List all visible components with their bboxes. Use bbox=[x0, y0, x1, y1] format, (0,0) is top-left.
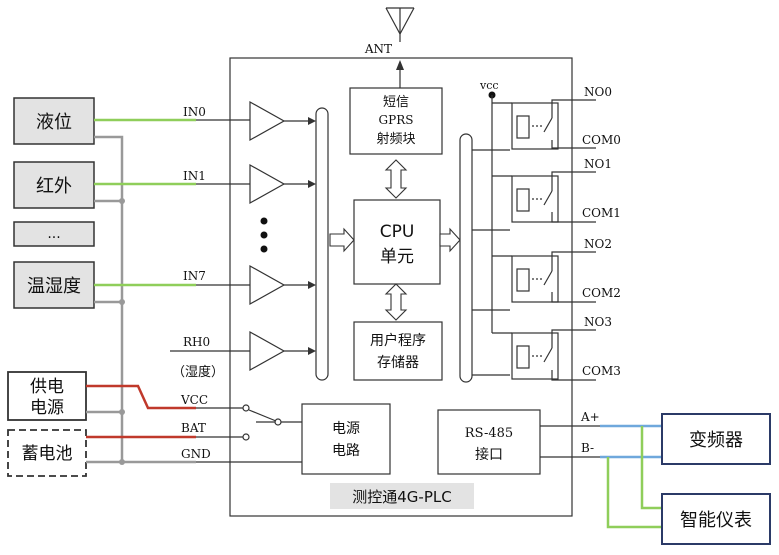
svg-text:接口: 接口 bbox=[475, 446, 503, 463]
relay-no1: NO1 bbox=[584, 157, 612, 171]
relay-com1: COM1 bbox=[582, 206, 621, 220]
port-in0: IN0 bbox=[183, 105, 206, 119]
svg-text:供电: 供电 bbox=[30, 377, 64, 397]
svg-text:变频器: 变频器 bbox=[689, 430, 743, 451]
svg-text:智能仪表: 智能仪表 bbox=[680, 510, 752, 531]
rs485-wires bbox=[600, 424, 662, 529]
svg-text:电源: 电源 bbox=[332, 421, 360, 437]
relay-3 bbox=[511, 332, 559, 380]
pin-vcc: VCC bbox=[180, 393, 208, 407]
relay-no0: NO0 bbox=[584, 85, 612, 99]
sms-gprs-module: 短信 GPRS 射频块 bbox=[349, 87, 443, 155]
device-temp-humidity: 温湿度 bbox=[13, 261, 95, 309]
device-power-supply: 供电 电源 bbox=[7, 371, 87, 421]
svg-text:短信: 短信 bbox=[383, 95, 409, 110]
relay-0 bbox=[511, 102, 559, 150]
svg-text:单元: 单元 bbox=[380, 247, 414, 267]
svg-text:...: ... bbox=[47, 226, 60, 242]
arrow-cpu-memory bbox=[384, 283, 408, 321]
arrow-sms-cpu bbox=[384, 159, 408, 199]
antenna-label: ANT bbox=[364, 42, 392, 56]
humidity-note: （湿度） bbox=[172, 364, 224, 380]
svg-text:CPU: CPU bbox=[380, 222, 415, 242]
svg-text:GPRS: GPRS bbox=[379, 113, 414, 127]
relay-no3: NO3 bbox=[584, 315, 612, 329]
svg-text:蓄电池: 蓄电池 bbox=[22, 444, 73, 464]
plc-title: 测控通4G-PLC bbox=[352, 488, 451, 506]
common-gray-bus bbox=[86, 135, 124, 464]
device-ellipsis: ... bbox=[13, 221, 95, 247]
device-infrared: 红外 bbox=[13, 161, 95, 209]
power-switch-icon bbox=[242, 404, 282, 441]
relay-2 bbox=[511, 255, 559, 303]
relay-1 bbox=[511, 175, 559, 223]
power-circuit: 电源 电路 bbox=[301, 403, 391, 475]
plc-title-bg bbox=[330, 483, 474, 509]
input-wires bbox=[94, 118, 196, 287]
pin-gnd: GND bbox=[181, 447, 211, 461]
svg-text:红外: 红外 bbox=[36, 176, 72, 197]
arrow-cpu-to-bus bbox=[439, 227, 461, 253]
svg-text:电源: 电源 bbox=[30, 398, 64, 418]
port-in1: IN1 bbox=[183, 169, 206, 183]
more-inputs-dots bbox=[260, 217, 268, 253]
relay-no2: NO2 bbox=[584, 237, 612, 251]
pin-bat: BAT bbox=[181, 421, 206, 435]
program-memory: 用户程序 存储器 bbox=[353, 321, 443, 381]
device-smart-meter: 智能仪表 bbox=[661, 493, 771, 545]
port-in7: IN7 bbox=[183, 269, 206, 283]
relay-com0: COM0 bbox=[582, 133, 621, 147]
svg-text:温湿度: 温湿度 bbox=[27, 276, 81, 297]
pin-a-plus: A+ bbox=[580, 410, 600, 424]
rs485-interface: RS-485 接口 bbox=[437, 409, 541, 475]
input-bus-bar bbox=[315, 107, 329, 381]
relay-com3: COM3 bbox=[582, 364, 621, 378]
input-buffers bbox=[249, 100, 286, 372]
device-inverter: 变频器 bbox=[661, 413, 771, 465]
power-wires bbox=[86, 384, 196, 464]
cpu-unit: CPU 单元 bbox=[353, 199, 441, 285]
svg-text:RS-485: RS-485 bbox=[465, 426, 513, 441]
arrow-bus-to-cpu bbox=[329, 227, 355, 253]
relay-com2: COM2 bbox=[582, 286, 621, 300]
svg-text:射频块: 射频块 bbox=[376, 131, 415, 147]
svg-text:液位: 液位 bbox=[36, 112, 72, 133]
output-bus-bar bbox=[459, 133, 473, 383]
svg-text:电路: 电路 bbox=[332, 443, 360, 459]
antenna-icon bbox=[385, 7, 415, 42]
relay-vcc-label: vcc bbox=[479, 79, 499, 92]
svg-text:存储器: 存储器 bbox=[377, 355, 419, 371]
pin-b-minus: B- bbox=[581, 441, 594, 455]
port-rh0: RH0 bbox=[183, 335, 210, 349]
svg-text:用户程序: 用户程序 bbox=[370, 332, 426, 349]
device-liquid-level: 液位 bbox=[13, 97, 95, 145]
device-battery: 蓄电池 bbox=[7, 429, 87, 477]
